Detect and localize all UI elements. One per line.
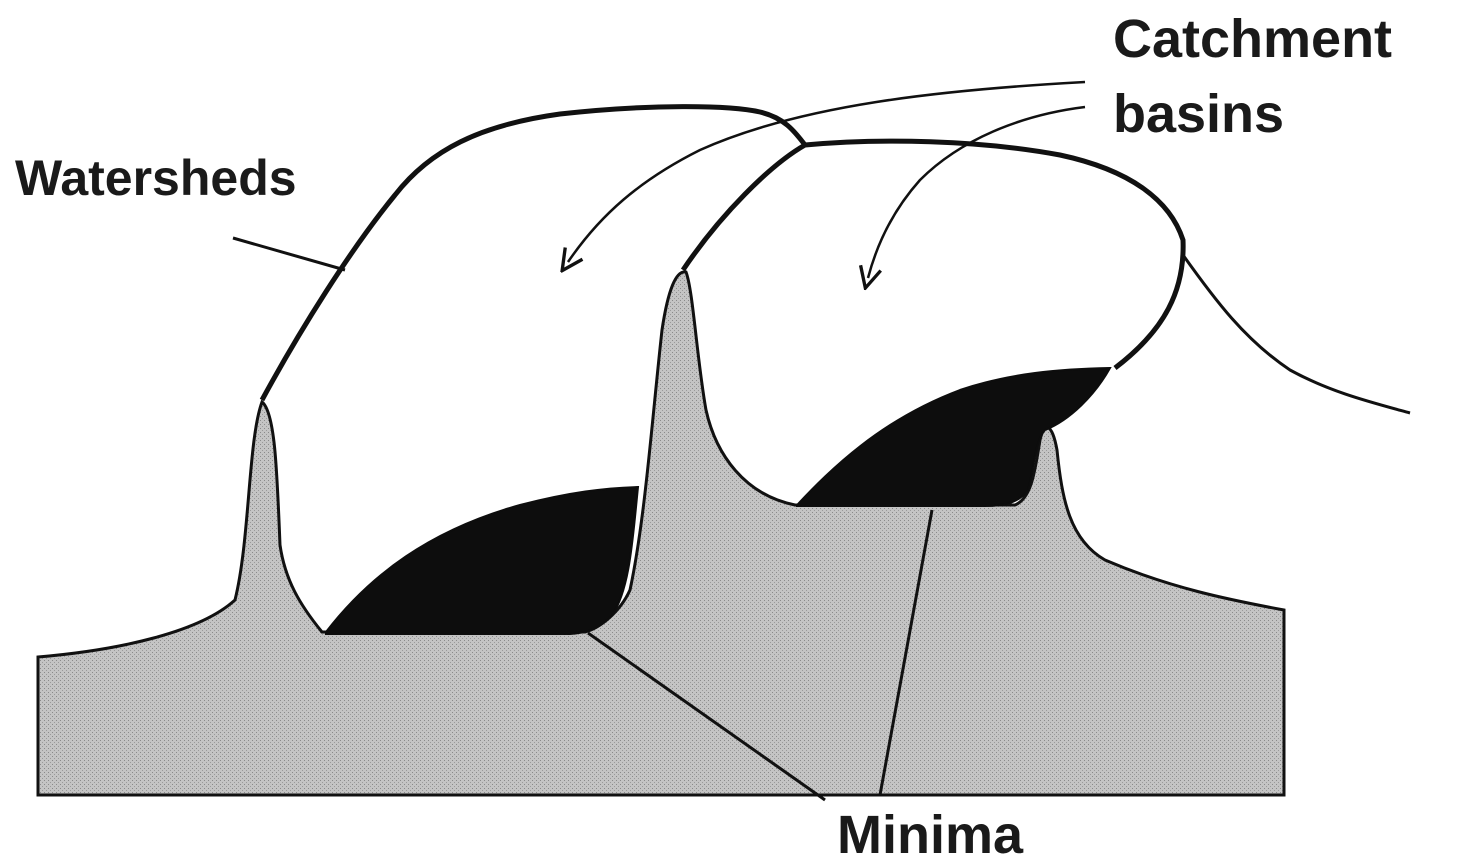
catchment-label-line2: basins: [1113, 84, 1284, 144]
left-watershed-outline: [262, 107, 805, 400]
right-slope-line: [1183, 255, 1410, 413]
watersheds-label: Watersheds: [15, 150, 297, 206]
left-minimum: [326, 487, 638, 634]
catchment-arrow-right: [868, 107, 1085, 278]
watersheds-leader: [233, 238, 345, 270]
terrain-surface: [38, 272, 1284, 795]
right-watershed-outline: [683, 141, 1183, 368]
minima-label: Minima: [837, 805, 1024, 863]
catchment-label-line1: Catchment: [1113, 9, 1392, 69]
